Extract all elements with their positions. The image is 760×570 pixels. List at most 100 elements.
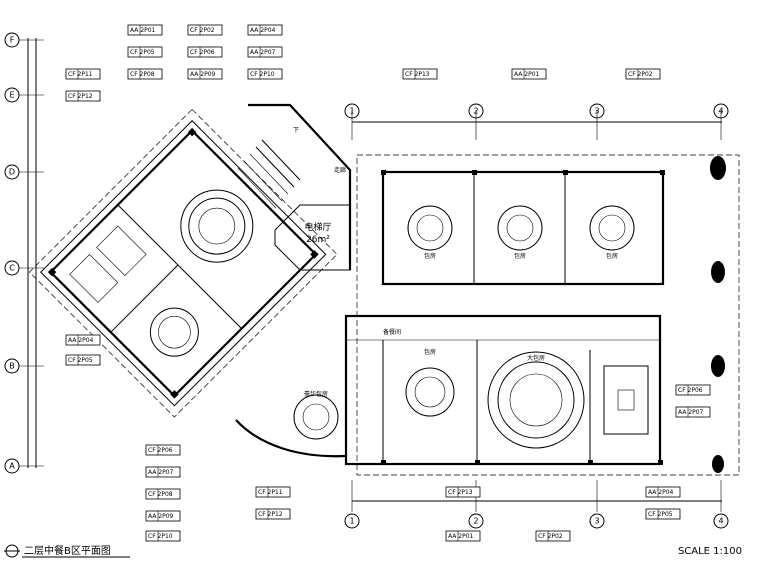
- column-axis-bottom-2: 2: [468, 513, 484, 529]
- column-axis-label: 4: [718, 517, 723, 526]
- callout-tag: AA 2P01: [445, 530, 481, 542]
- room-hall: 大包房: [527, 354, 545, 362]
- callout-tag-text: AA 2P07: [678, 409, 704, 416]
- callout-tag: CF 2P11: [255, 486, 291, 498]
- callout-tag-text: CF 2P06: [678, 387, 703, 394]
- callout-tag-text: CF 2P06: [190, 49, 215, 56]
- column-axis-label: 2: [473, 517, 478, 526]
- callout-tag-text: CF 2P10: [148, 533, 173, 540]
- callout-tag: CF 2P08: [127, 68, 163, 80]
- stair-label: 下: [293, 127, 299, 134]
- column-axis-top-4: 4: [713, 103, 729, 119]
- curved-wall: [235, 419, 347, 458]
- callout-tag: CF 2P10: [247, 68, 283, 80]
- callout-tag: AA 2P04: [247, 24, 283, 36]
- callout-tag: AA 2P04: [65, 334, 101, 346]
- callout-tag: CF 2P06: [675, 384, 711, 396]
- callout-tag: AA 2P01: [127, 24, 163, 36]
- room-pantry: 备餐间: [383, 328, 401, 336]
- room-private-d: 包房: [424, 348, 436, 356]
- row-axis-B: B: [4, 358, 44, 374]
- column-axis-top-2: 2: [468, 103, 484, 119]
- callout-tag: AA 2P07: [145, 466, 181, 478]
- callout-tag-text: CF 2P02: [538, 533, 563, 540]
- callout-tag-text: CF 2P05: [68, 357, 93, 364]
- callout-tag: CF 2P05: [645, 508, 681, 520]
- callout-tag: CF 2P11: [65, 68, 101, 80]
- callout-tag-text: CF 2P13: [448, 489, 473, 496]
- column-axis-top-1: 1: [344, 103, 360, 119]
- callout-tag-text: AA 2P07: [148, 469, 174, 476]
- column-axis-label: 1: [349, 107, 354, 116]
- callout-tag: CF 2P13: [445, 486, 481, 498]
- callout-tag: CF 2P10: [145, 530, 181, 542]
- row-axis-label: D: [9, 168, 15, 177]
- column-axis-label: 3: [594, 107, 599, 116]
- callout-tag: AA 2P04: [645, 486, 681, 498]
- callout-tag-text: CF 2P06: [148, 447, 173, 454]
- room-area-label: 电梯厅: [304, 221, 331, 233]
- callout-tag-text: AA 2P01: [514, 71, 540, 78]
- callout-tag: CF 2P02: [535, 530, 571, 542]
- row-grid: F E D C B A: [4, 32, 44, 474]
- callout-tag-text: AA 2P04: [648, 489, 674, 496]
- row-axis-C: C: [4, 260, 44, 276]
- callout-tag-text: CF 2P05: [130, 49, 155, 56]
- callout-tag-text: AA 2P04: [68, 337, 94, 344]
- right-block: [344, 154, 740, 476]
- column-axis-label: 4: [718, 107, 723, 116]
- room-area-value: 26m²: [306, 235, 330, 245]
- callout-tag-text: AA 2P01: [448, 533, 474, 540]
- callout-tag-text: CF 2P10: [250, 71, 275, 78]
- title-block: 二层中餐B区平面图 SCALE 1:100: [4, 544, 742, 558]
- callout-tag: AA 2P01: [511, 68, 547, 80]
- room-private-c: 包房: [606, 252, 618, 260]
- drawing-title: 二层中餐B区平面图: [24, 544, 111, 557]
- callout-tag-text: CF 2P12: [258, 511, 283, 518]
- rotated-wing: [28, 108, 338, 418]
- stair-core: [237, 103, 352, 271]
- column-axis-top-3: 3: [589, 103, 605, 119]
- row-axis-F: F: [4, 32, 44, 48]
- column-axis-bottom-4: 4: [713, 513, 729, 529]
- callout-tag-text: CF 2P11: [68, 71, 93, 78]
- column-axis-label: 3: [594, 517, 599, 526]
- callout-tag: AA 2P09: [187, 68, 223, 80]
- row-axis-label: B: [9, 362, 15, 371]
- callout-tag-text: AA 2P01: [130, 27, 156, 34]
- callout-tag: CF 2P06: [145, 444, 181, 456]
- callout-tag-text: CF 2P11: [258, 489, 283, 496]
- row-axis-D: D: [4, 164, 44, 180]
- private-room-tables: [293, 205, 649, 449]
- row-axis-label: E: [9, 91, 14, 100]
- callout-tags: AA 2P01 CF 2P02 AA 2P04 CF 2P05 CF 2P06 AA 2P…: [65, 24, 711, 542]
- column-axis-label: 2: [473, 107, 478, 116]
- row-axis-A: A: [4, 458, 44, 474]
- callout-tag: CF 2P12: [255, 508, 291, 520]
- corridor-label: 走廊: [334, 166, 346, 174]
- callout-tag-text: CF 2P12: [68, 93, 93, 100]
- callout-tag: AA 2P07: [675, 406, 711, 418]
- callout-tag-text: CF 2P08: [130, 71, 155, 78]
- callout-tag-text: CF 2P02: [628, 71, 653, 78]
- callout-tag: CF 2P08: [145, 488, 181, 500]
- column-grid-top: 1 2 3 4: [344, 103, 729, 140]
- callout-tag-text: AA 2P09: [148, 513, 174, 520]
- callout-tag: CF 2P05: [127, 46, 163, 58]
- drawing-scale: SCALE 1:100: [678, 546, 742, 557]
- callout-tag-text: AA 2P09: [190, 71, 216, 78]
- callout-tag: CF 2P13: [402, 68, 438, 80]
- callout-tag: CF 2P02: [625, 68, 661, 80]
- room-private-a: 包房: [424, 252, 436, 260]
- callout-tag-text: CF 2P08: [148, 491, 173, 498]
- callout-tag: CF 2P05: [65, 354, 101, 366]
- room-private-b: 包房: [514, 252, 526, 260]
- callout-tag: CF 2P12: [65, 90, 101, 102]
- callout-tag-text: CF 2P05: [648, 511, 673, 518]
- room-vip: 豪华包房: [304, 390, 328, 398]
- callout-tag-text: AA 2P07: [250, 49, 276, 56]
- planters: [710, 156, 726, 473]
- column-axis-label: 1: [349, 517, 354, 526]
